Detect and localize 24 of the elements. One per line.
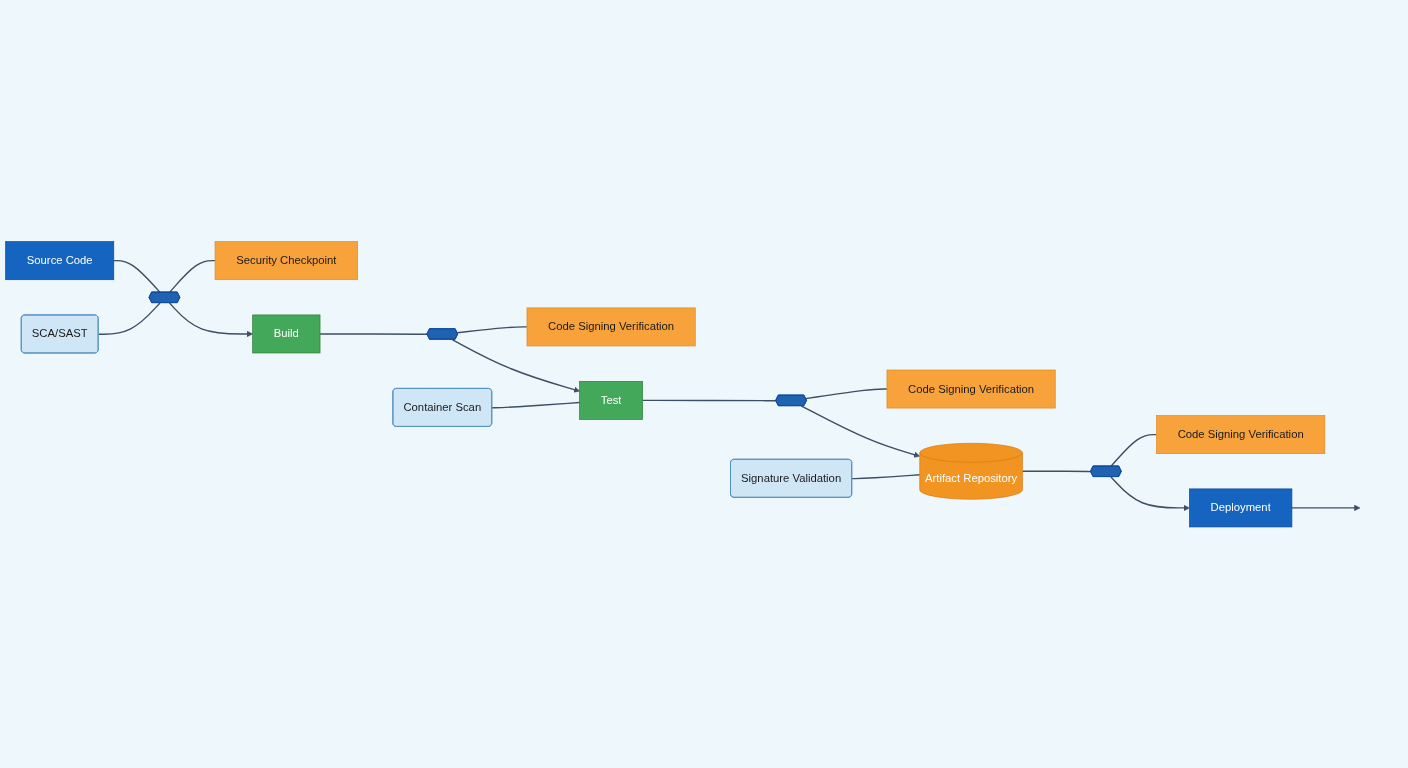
connector: [851, 473, 921, 480]
connector: [456, 325, 528, 334]
node-box: Code Signing Verification: [886, 369, 1056, 409]
node-box: Code Signing Verification: [1156, 414, 1326, 454]
node-box: Build: [252, 314, 321, 354]
node-box: Test: [579, 380, 643, 420]
node-box: Deployment: [1189, 488, 1293, 527]
arrow: [800, 405, 921, 458]
arrow: [1291, 504, 1361, 511]
node-box: Source Code: [5, 241, 115, 280]
arrow: [451, 338, 580, 393]
connector: [168, 259, 216, 293]
connector: [113, 259, 161, 293]
arrow: [1110, 475, 1190, 511]
connector: [1021, 470, 1092, 473]
connector: [641, 399, 777, 402]
connector: [491, 401, 581, 409]
connector: [1110, 433, 1158, 467]
node-box: Code Signing Verification: [526, 307, 696, 346]
arrow: [168, 301, 253, 337]
connector: [319, 332, 428, 335]
node-box: Security Checkpoint: [214, 241, 358, 280]
connector: [97, 301, 161, 335]
connector: [805, 388, 888, 400]
